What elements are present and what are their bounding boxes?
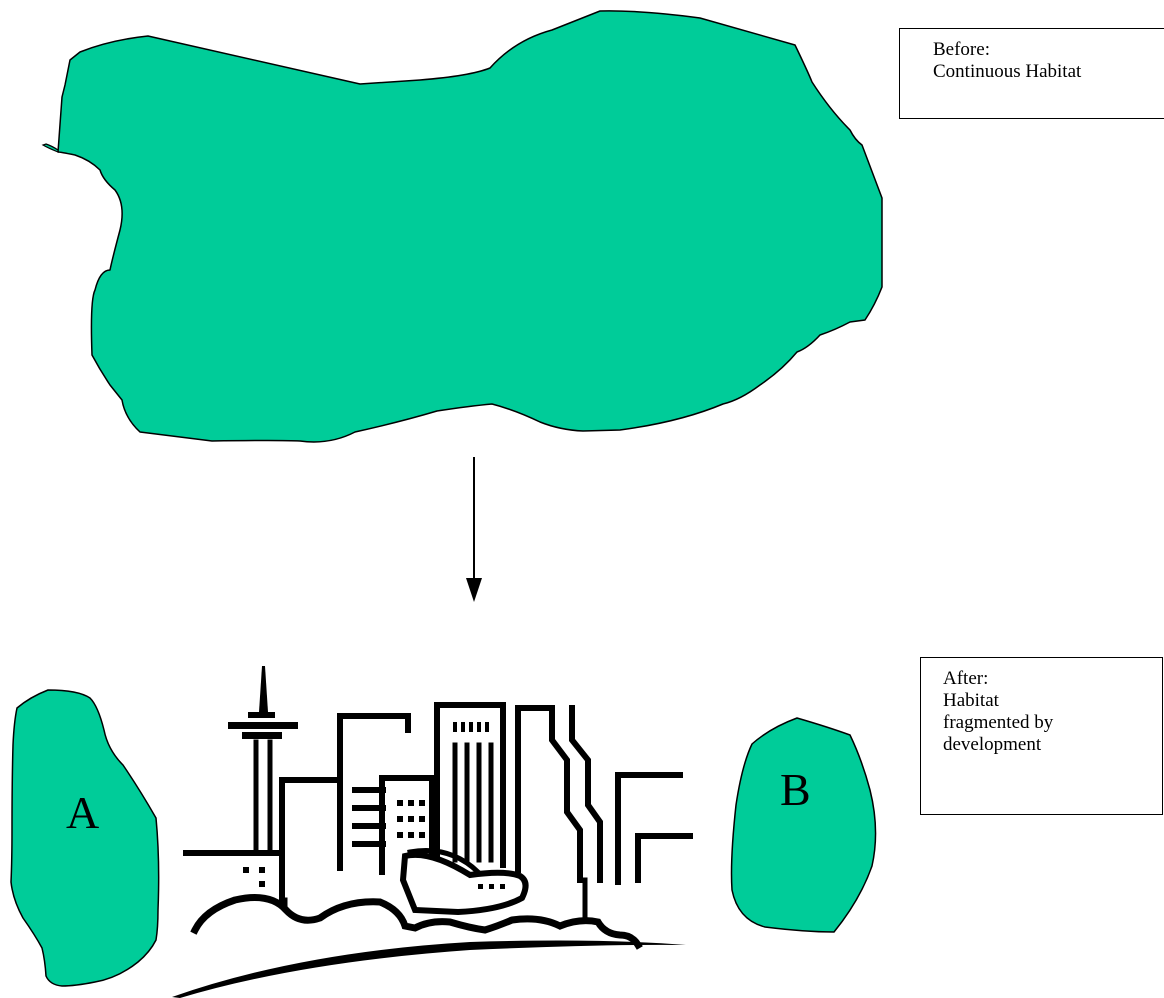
after-label-line1: After: (943, 668, 1162, 690)
before-label-box: Before: Continuous Habitat (899, 28, 1164, 119)
building-three-windows (397, 800, 425, 838)
window (259, 881, 265, 887)
after-label-line3: fragmented by (943, 712, 1162, 734)
building-right-low (618, 775, 680, 882)
before-label-line2: Continuous Habitat (933, 61, 1164, 83)
building-two-stripes (355, 790, 383, 844)
habitat-patch-a (11, 690, 159, 986)
patch-b-label: B (780, 767, 811, 813)
window (259, 867, 265, 873)
ground-swoosh (172, 941, 686, 998)
before-label-line1: Before: (933, 39, 1164, 61)
tower-shaft (256, 742, 270, 848)
stadium-windows (478, 884, 505, 889)
tower-spire (259, 666, 268, 712)
building-five-inner (572, 708, 600, 880)
down-arrow-head (466, 578, 482, 602)
habitat-patch-b (732, 718, 876, 932)
after-label-line2: Habitat (943, 690, 1162, 712)
patch-a-label: A (66, 790, 99, 836)
after-label-line4: development (943, 734, 1162, 756)
continuous-habitat-shape (58, 11, 882, 442)
building-right-step (638, 836, 690, 880)
tower-observation-deck (228, 722, 298, 729)
building-four-windows (453, 722, 489, 732)
tower-top-deck (248, 712, 275, 718)
habitat-edge-detail (43, 144, 58, 152)
building-left-low (282, 780, 338, 900)
tower-underdeck (242, 732, 282, 739)
after-label-box: After: Habitat fragmented by development (920, 657, 1163, 815)
window (243, 867, 249, 873)
building-four-stripes (455, 745, 491, 860)
city-skyline-icon (172, 666, 690, 998)
